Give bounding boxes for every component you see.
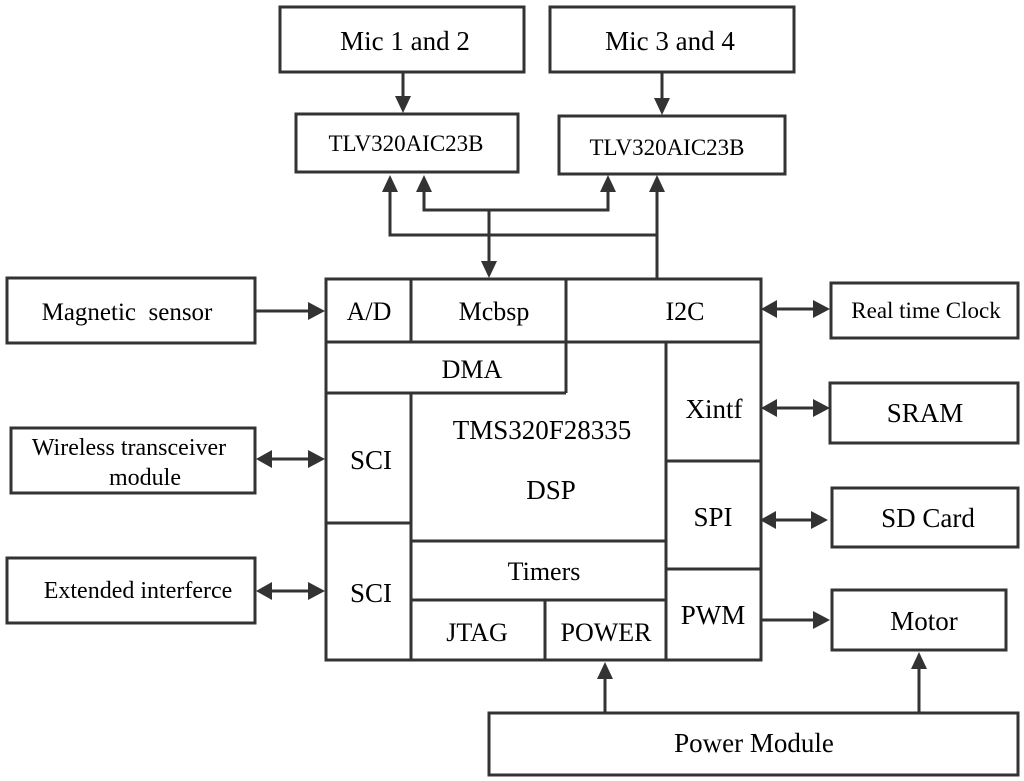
dsp-core-label-line1: TMS320F28335: [453, 415, 632, 445]
arrow-magnetic-to-ad: [255, 302, 325, 320]
ad-label: A/D: [347, 297, 392, 326]
arrow-xintf-sram: [761, 399, 830, 417]
codec-1-label: TLV320AIC23B: [328, 131, 483, 156]
codec-2-block: TLV320AIC23B: [557, 114, 787, 176]
power-module-block: Power Module: [487, 711, 1020, 777]
jtag-label: JTAG: [446, 618, 507, 647]
mcbsp-label: Mcbsp: [459, 297, 530, 326]
magnetic-sensor-block: Magnetic sensor: [5, 276, 257, 345]
sram-block: SRAM: [828, 381, 1020, 445]
i2c-label: I2C: [666, 297, 705, 326]
sd-card-label: SD Card: [881, 503, 975, 533]
mic-3-4-label: Mic 3 and 4: [605, 26, 735, 56]
i2c-bus-connector: [382, 175, 665, 278]
codec-1-block: TLV320AIC23B: [294, 112, 520, 174]
xintf-label: Xintf: [686, 394, 743, 424]
dsp-core-label-line2: DSP: [526, 475, 576, 505]
arrow-mic12-to-codec1: [395, 72, 411, 113]
sd-card-block: SD Card: [830, 486, 1020, 549]
motor-block: Motor: [830, 588, 1008, 652]
arrow-power-module-to-dsp-power: [597, 662, 613, 713]
pwm-label: PWM: [681, 600, 746, 630]
arrow-spi-sdcard: [760, 511, 828, 529]
mic-3-4-block: Mic 3 and 4: [548, 5, 796, 74]
arrow-mic34-to-codec2: [654, 72, 670, 115]
arrow-extended-sci: [256, 582, 325, 600]
sram-label: SRAM: [887, 398, 964, 428]
sci-2-label: SCI: [350, 578, 392, 608]
motor-label: Motor: [890, 606, 958, 636]
spi-label: SPI: [693, 502, 732, 532]
magnetic-sensor-label: Magnetic sensor: [42, 299, 213, 326]
real-time-clock-block: Real time Clock: [829, 281, 1020, 340]
power-module-label: Power Module: [674, 728, 834, 758]
dma-label: DMA: [442, 355, 503, 384]
wireless-label-line2: module: [109, 465, 181, 491]
arrow-i2c-rtc: [761, 300, 830, 318]
codec-2-label: TLV320AIC23B: [589, 135, 744, 160]
arrow-power-module-to-motor: [911, 652, 927, 713]
wireless-label-line1: Wireless transceiver: [32, 435, 226, 461]
mcbsp-bus-connector: [416, 175, 616, 278]
rtc-label: Real time Clock: [851, 298, 1001, 323]
extended-interface-block: Extended interferce: [5, 556, 257, 625]
extended-interface-label: Extended interferce: [44, 578, 233, 604]
wireless-transceiver-block: Wireless transceiver module: [9, 426, 257, 495]
arrow-wireless-sci: [256, 450, 325, 468]
dsp-chip-block: A/D Mcbsp I2C DMA TMS320F28335 DSP SCI S…: [324, 277, 763, 662]
mic-1-2-block: Mic 1 and 2: [278, 5, 526, 74]
sci-1-label: SCI: [350, 445, 392, 475]
arrow-pwm-motor: [761, 611, 830, 629]
timers-label: Timers: [508, 557, 581, 586]
power-label: POWER: [561, 618, 653, 647]
mic-1-2-label: Mic 1 and 2: [340, 26, 470, 56]
